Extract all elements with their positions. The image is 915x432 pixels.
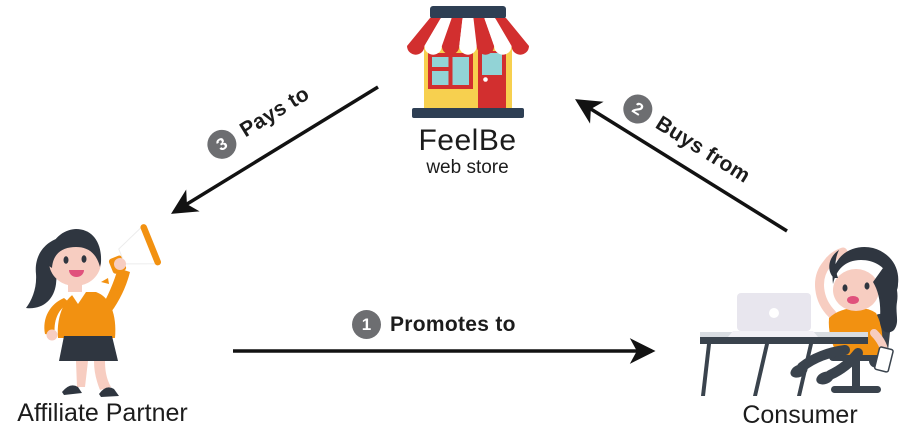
affiliate-partner-label: Affiliate Partner <box>17 399 188 427</box>
storefront-icon <box>406 6 529 118</box>
store-name: FeelBe <box>418 124 517 157</box>
consumer-label: Consumer <box>742 401 858 429</box>
woman-with-megaphone-illustration <box>26 224 162 397</box>
megaphone-icon <box>108 224 162 274</box>
arrow-buys-from <box>575 99 788 233</box>
step-1-badge: 1 <box>352 310 381 339</box>
arrow-pays-to <box>171 85 379 214</box>
step-1-label: 1 Promotes to <box>352 310 516 339</box>
man-at-desk-illustration <box>700 246 899 396</box>
desk-icon <box>700 293 868 396</box>
store-block: FeelBe web store <box>390 6 545 178</box>
phone-icon <box>873 346 894 373</box>
store-subtitle: web store <box>426 157 509 178</box>
step-1-text: Promotes to <box>390 312 516 336</box>
laptop-icon <box>728 293 818 337</box>
